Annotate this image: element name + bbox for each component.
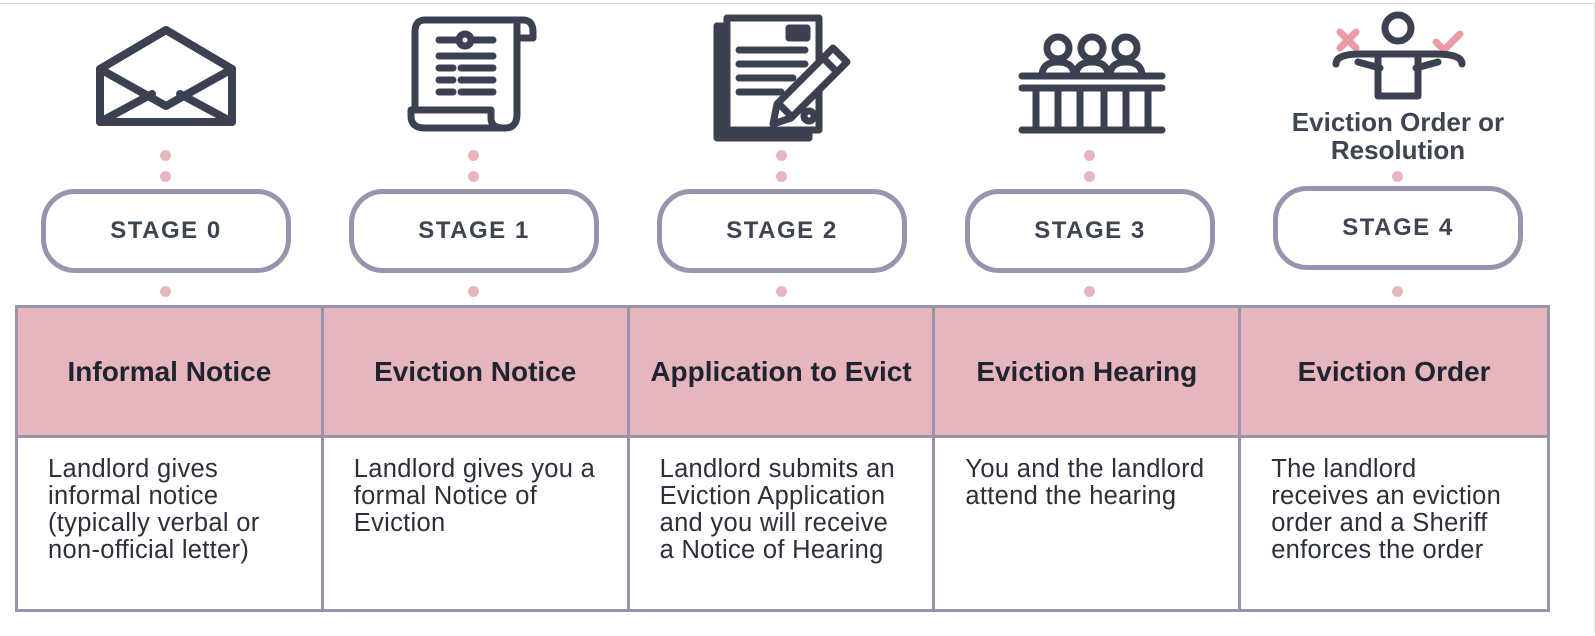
top-rule [0,3,1595,4]
connector-dot [160,171,171,182]
decision-person-icon [1320,10,1480,100]
connector-dot [160,286,171,297]
stage-1-description: Landlord gives you a formal Notice of Ev… [323,438,630,609]
stage-2-description: Landlord submits an Eviction Application… [629,438,936,609]
stage-3-title: Eviction Hearing [935,308,1242,438]
connector-dot [776,171,787,182]
stage-2-title: Application to Evict [629,308,936,438]
stage-2-pill: STAGE 2 [657,189,907,273]
stages-table: Informal Notice Eviction Notice Applicat… [15,305,1550,612]
connector-dot [776,150,787,161]
connector-dot [1392,171,1403,182]
stage-0-description: Landlord gives informal notice (typicall… [18,438,324,609]
connector-dot [160,150,171,161]
stage-3-pill: STAGE 3 [965,189,1215,273]
connector-dot [468,171,479,182]
stage-0-pill: STAGE 0 [41,189,291,273]
stage-1-title: Eviction Notice [323,308,630,438]
connector-dot [1084,286,1095,297]
document-pen-icon [705,14,865,142]
stage-3-description: You and the landlord attend the hearing [935,438,1242,609]
connector-dot [1392,286,1403,297]
stage-4-caption: Eviction Order or Resolution [1291,107,1505,165]
scroll-notice-icon [395,14,555,139]
connector-dot [468,150,479,161]
envelope-icon [86,14,246,139]
tribunal-panel-icon [1012,14,1172,139]
connector-dot [1084,150,1095,161]
stage-4-pill: STAGE 4 [1273,186,1523,270]
connector-dot [776,286,787,297]
stage-4-title: Eviction Order [1241,308,1547,438]
stage-0-title: Informal Notice [18,308,324,438]
stage-4-description: The landlord receives an eviction order … [1241,438,1547,609]
connector-dot [468,286,479,297]
connector-dot [1084,171,1095,182]
stage-1-pill: STAGE 1 [349,189,599,273]
